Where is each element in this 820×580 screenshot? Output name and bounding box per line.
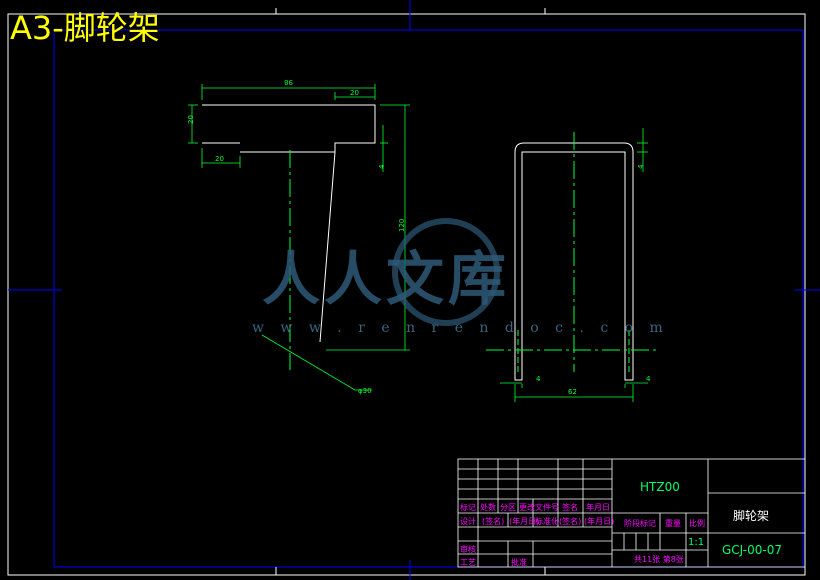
- hdr1-2: 分区: [500, 503, 516, 512]
- hdr1-0: 标记: [460, 503, 476, 512]
- hdr1-5: 年月日: [586, 503, 610, 512]
- hdr1-3: 更改文件号: [519, 503, 559, 512]
- side-view: [514, 142, 634, 381]
- weight-label: 重量: [665, 519, 681, 528]
- stage-label: 阶段标记: [624, 519, 656, 528]
- watermark-circle: [392, 218, 500, 326]
- dim-side-top: 4: [637, 164, 645, 169]
- dim-side-right: 4: [646, 375, 651, 383]
- title-block-grid: [457, 458, 806, 568]
- approve-label: 批准: [511, 558, 527, 567]
- hdr1-4: 签名: [562, 503, 578, 512]
- dim-left-lower: 20: [215, 155, 224, 163]
- watermark-logo-text: 人人文库: [262, 245, 511, 313]
- dim-height: 120: [398, 219, 406, 232]
- hdr2-2: (年月日): [509, 517, 540, 526]
- front-dims: [188, 84, 410, 391]
- dim-side-left: 4: [536, 375, 541, 383]
- process-label: 工艺: [460, 558, 476, 567]
- hdr2-0: 设计: [460, 517, 476, 526]
- hdr2-3: 标准化: [535, 517, 559, 526]
- dim-right-small: 4: [378, 164, 386, 169]
- ratio-label: 比例: [689, 519, 705, 528]
- hdr2-5: (年月日): [584, 517, 615, 526]
- part-name: 脚轮架: [733, 509, 770, 523]
- material-label: HTZ00: [640, 480, 680, 494]
- sheet-count: 共11张 第8张: [634, 555, 684, 564]
- hdr2-4: (签名): [559, 517, 582, 526]
- dim-top-width: 98: [284, 78, 293, 86]
- dim-radius: φ30: [358, 387, 372, 395]
- watermark-url: w w w . r e n r e n d o c . c o m: [252, 320, 669, 336]
- hdr2-1: (签名): [482, 517, 505, 526]
- dim-side-width: 62: [568, 388, 577, 396]
- drawing-title: A3-脚轮架: [10, 9, 160, 47]
- inner-frame: [53, 29, 804, 568]
- review-label: 审核: [460, 545, 476, 554]
- hdr1-1: 处数: [480, 503, 496, 512]
- dim-top-right: 20: [350, 89, 359, 97]
- drawing-number: GCJ-00-07: [722, 543, 782, 557]
- dim-left-height: 20: [187, 115, 195, 124]
- scale-value: 1:1: [688, 537, 705, 548]
- front-view: [202, 104, 376, 343]
- outer-frame: [7, 13, 806, 576]
- side-dims: [500, 128, 648, 402]
